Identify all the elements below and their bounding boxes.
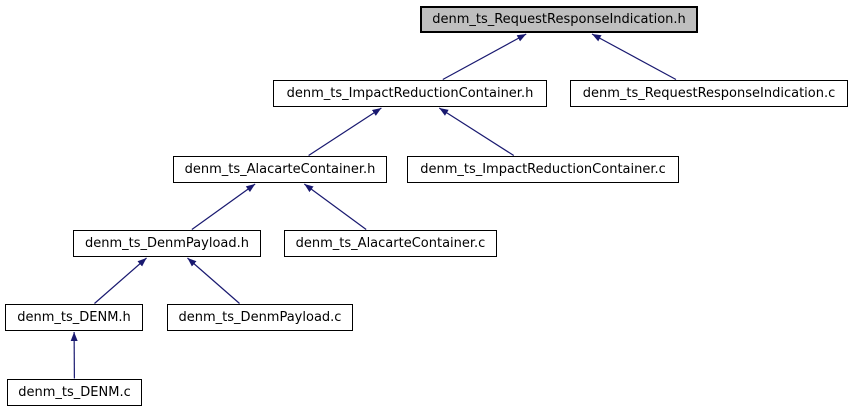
- node-impact-reduction-h[interactable]: denm_ts_ImpactReductionContainer.h: [273, 80, 547, 107]
- node-label: denm_ts_RequestResponseIndication.h: [432, 12, 686, 27]
- node-impact-reduction-c[interactable]: denm_ts_ImpactReductionContainer.c: [407, 156, 679, 183]
- edge-denm-payload-c-to-denm-payload-h: [187, 257, 240, 304]
- node-denm-payload-c[interactable]: denm_ts_DenmPayload.c: [167, 304, 353, 331]
- node-label: denm_ts_RequestResponseIndication.c: [582, 86, 836, 101]
- node-alacarte-h[interactable]: denm_ts_AlacarteContainer.h: [173, 156, 387, 183]
- node-request-response-c[interactable]: denm_ts_RequestResponseIndication.c: [570, 80, 848, 107]
- node-label: denm_ts_DENM.h: [17, 310, 131, 325]
- edge-request-response-c-to-request-response-h: [591, 33, 677, 81]
- node-label: denm_ts_DENM.c: [18, 385, 131, 400]
- node-denm-payload-h[interactable]: denm_ts_DenmPayload.h: [73, 230, 261, 257]
- node-label: denm_ts_AlacarteContainer.c: [295, 236, 486, 251]
- edge-denm-h-to-denm-payload-h: [94, 257, 147, 304]
- edge-impact-reduction-h-to-request-response-h: [442, 33, 527, 81]
- node-label: denm_ts_DenmPayload.c: [178, 310, 342, 325]
- node-request-response-h: denm_ts_RequestResponseIndication.h: [420, 6, 698, 33]
- edge-impact-reduction-c-to-impact-reduction-h: [438, 107, 515, 157]
- node-denm-h[interactable]: denm_ts_DENM.h: [5, 304, 143, 331]
- edge-alacarte-h-to-impact-reduction-h: [308, 107, 382, 157]
- edge-alacarte-c-to-alacarte-h: [303, 183, 367, 230]
- node-denm-c[interactable]: denm_ts_DENM.c: [7, 379, 142, 406]
- edge-denm-payload-h-to-alacarte-h: [191, 183, 256, 230]
- node-label: denm_ts_DenmPayload.h: [84, 236, 249, 251]
- node-label: denm_ts_ImpactReductionContainer.h: [286, 86, 534, 101]
- node-label: denm_ts_ImpactReductionContainer.c: [420, 162, 666, 177]
- node-alacarte-c[interactable]: denm_ts_AlacarteContainer.c: [284, 230, 497, 257]
- node-label: denm_ts_AlacarteContainer.h: [184, 162, 376, 177]
